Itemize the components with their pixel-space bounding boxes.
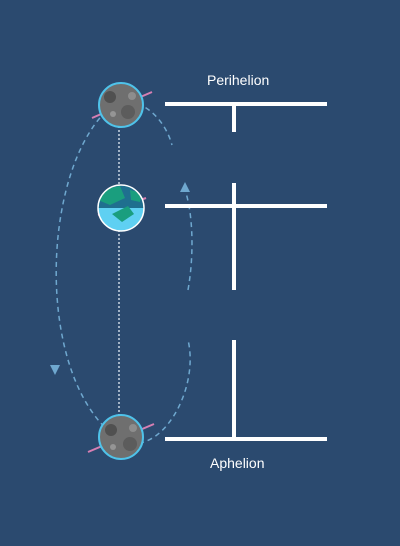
perihelion-label: Perihelion [207,72,270,88]
moon-bottom-icon [87,414,155,460]
aphelion-bracket [165,340,327,441]
aphelion-label: Aphelion [210,455,265,471]
orbit-path [55,99,193,445]
moon-top-icon [91,82,153,128]
perihelion-bracket [165,102,327,132]
middle-bracket [165,183,327,290]
earth-middle-icon [97,184,147,232]
orbit-arrow-right-icon [180,182,190,192]
orbit-arrow-left-icon [50,365,60,375]
